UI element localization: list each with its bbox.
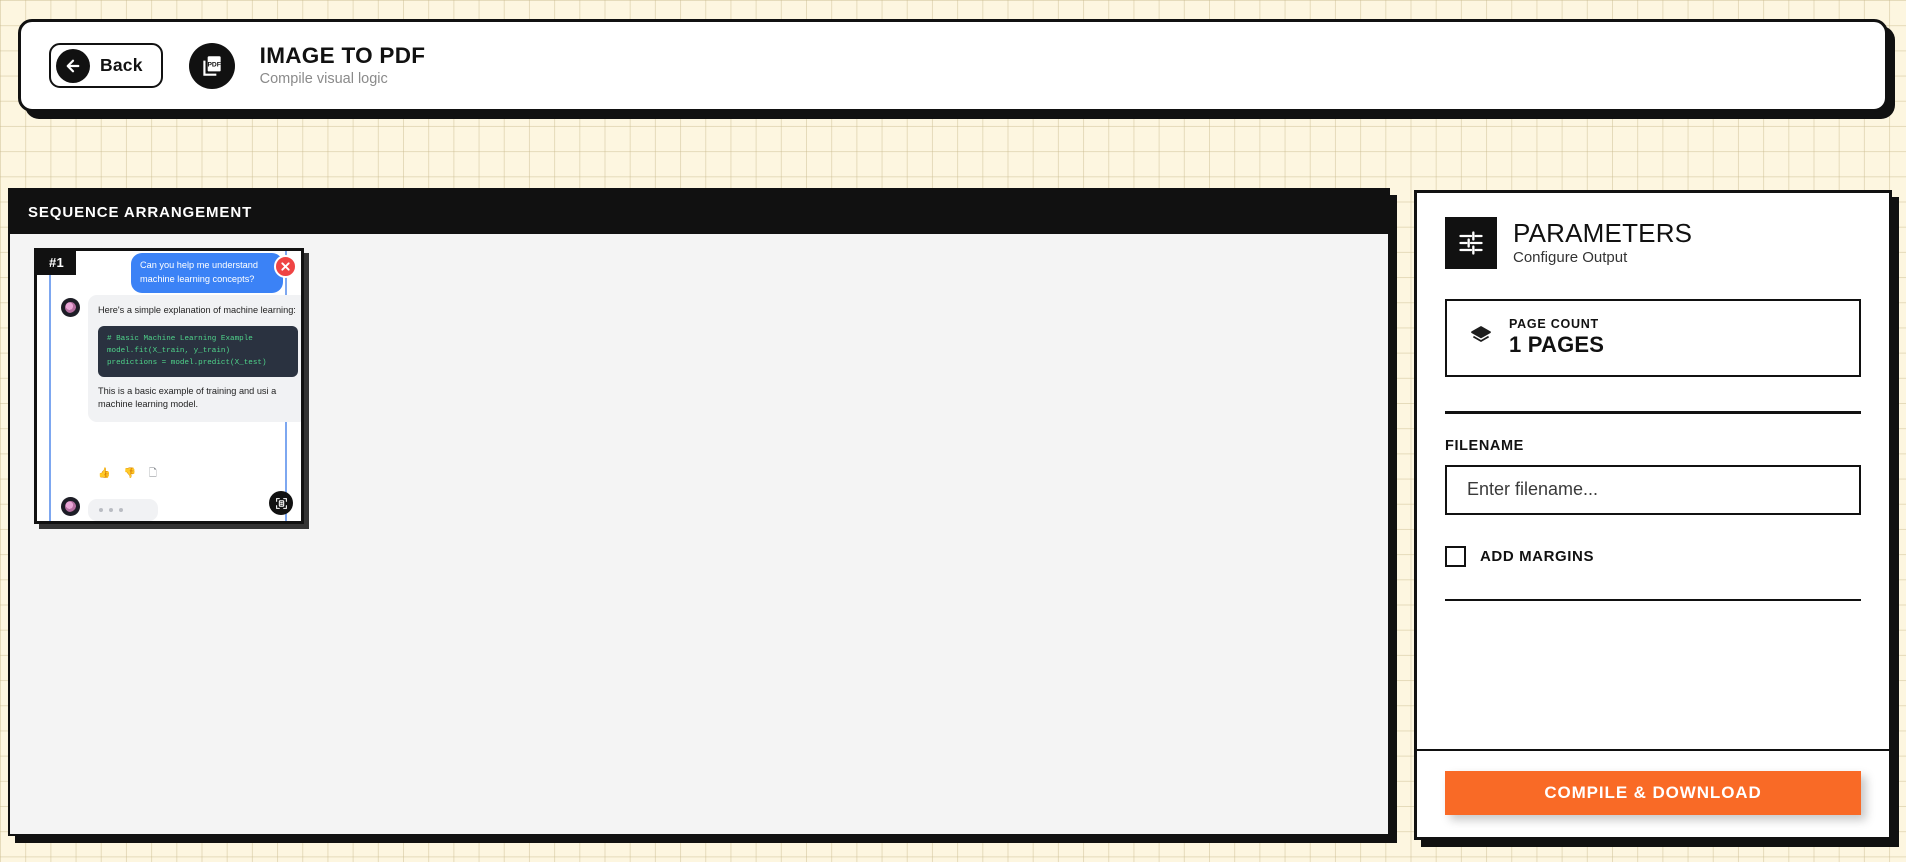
page-subtitle: Compile visual logic	[259, 70, 388, 87]
typing-dot	[119, 508, 123, 512]
page-count-card: PAGE COUNT 1 PAGES	[1445, 299, 1861, 377]
parameters-title-group: PARAMETERS Configure Output	[1513, 217, 1693, 267]
resize-handle-icon[interactable]	[269, 491, 293, 515]
layers-icon	[1469, 324, 1493, 353]
pdf-file-icon: PDF	[188, 42, 235, 89]
page-count-label: PAGE COUNT	[1509, 317, 1599, 332]
filename-input[interactable]	[1445, 464, 1861, 515]
filename-label: FILENAME	[1445, 437, 1524, 454]
back-button[interactable]: Back	[49, 43, 163, 88]
preview-assistant-intro: Here's a simple explanation of machine l…	[98, 305, 296, 315]
parameters-header: PARAMETERS Configure Output	[1445, 217, 1861, 269]
preview-user-message: Can you help me understand machine learn…	[131, 253, 283, 293]
page-title: IMAGE TO PDF	[259, 42, 426, 68]
header-text-group: IMAGE TO PDF Compile visual logic	[260, 43, 426, 88]
thumbnail-preview: Can you help me understand machine learn…	[37, 251, 301, 521]
parameters-panel: PARAMETERS Configure Output PAGE COUNT 1…	[1414, 190, 1892, 840]
compile-and-download-button[interactable]: COMPILE & DOWNLOAD	[1445, 771, 1861, 815]
typing-dot	[99, 508, 103, 512]
page-count-texts: PAGE COUNT 1 PAGES	[1509, 317, 1604, 358]
sequence-items-area[interactable]: Can you help me understand machine learn…	[10, 234, 1388, 834]
divider	[1445, 598, 1861, 601]
sequence-arrangement-panel: SEQUENCE ARRANGEMENT Can you help me und…	[8, 188, 1390, 836]
preview-rail-left	[49, 251, 51, 521]
preview-assistant-outro: This is a basic example of training and …	[98, 385, 277, 410]
sequence-panel-title: SEQUENCE ARRANGEMENT	[28, 203, 253, 221]
parameters-footer: COMPILE & DOWNLOAD	[1417, 749, 1889, 837]
add-margins-label: ADD MARGINS	[1480, 547, 1595, 565]
app-header: Back PDF IMAGE TO PDF Compile visual log…	[18, 19, 1888, 112]
add-margins-checkbox[interactable]	[1445, 545, 1466, 567]
parameters-subtitle: Configure Output	[1513, 249, 1628, 267]
preview-code-block: # Basic Machine Learning Example model.f…	[98, 325, 298, 377]
avatar	[61, 497, 80, 516]
thumbs-up-icon: 👍	[98, 468, 111, 479]
svg-text:PDF: PDF	[207, 61, 220, 68]
typing-dot	[109, 508, 113, 512]
back-button-label: Back	[100, 55, 143, 75]
add-margins-checkbox-row[interactable]: ADD MARGINS	[1445, 545, 1861, 567]
sliders-tune-icon	[1445, 217, 1497, 269]
page-count-value: 1 PAGES	[1509, 332, 1605, 358]
close-x-icon[interactable]	[274, 255, 297, 278]
parameters-panel-body: PARAMETERS Configure Output PAGE COUNT 1…	[1417, 193, 1889, 749]
preview-chat-scene: Can you help me understand machine learn…	[51, 251, 301, 521]
divider	[1445, 411, 1861, 414]
sequence-panel-header: SEQUENCE ARRANGEMENT	[10, 190, 1388, 234]
parameters-title: PARAMETERS	[1513, 217, 1693, 248]
thumbs-down-icon: 👎	[123, 468, 136, 479]
preview-assistant-block: Here's a simple explanation of machine l…	[88, 295, 301, 423]
avatar	[61, 298, 80, 317]
copy-icon: 🗋	[148, 468, 157, 479]
sequence-item-index-badge: #1	[37, 251, 77, 275]
preview-typing-indicator	[88, 499, 158, 521]
arrow-left-icon	[56, 48, 90, 83]
preview-message-actions: 👍 👎 🗋	[98, 467, 157, 482]
sequence-item-thumbnail[interactable]: Can you help me understand machine learn…	[34, 248, 304, 524]
